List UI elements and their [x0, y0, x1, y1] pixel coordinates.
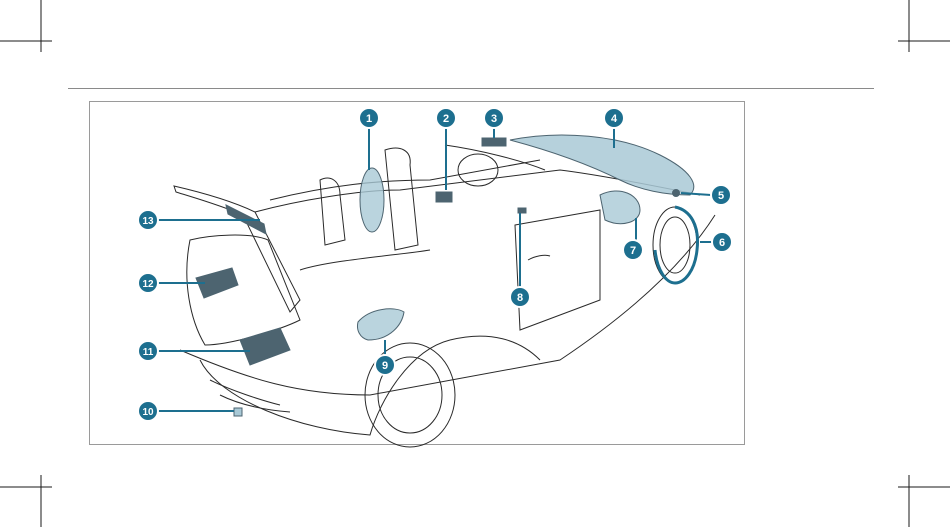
callout-11: 11	[138, 341, 158, 361]
callout-9: 9	[375, 355, 395, 375]
headlamp-unit	[600, 191, 640, 224]
callout-2-label: 2	[443, 113, 449, 125]
callout-8: 8	[510, 287, 530, 307]
callout-9-label: 9	[382, 360, 388, 372]
windscreen	[510, 135, 694, 195]
callout-13-label: 13	[142, 216, 154, 227]
callout-5-label: 5	[718, 190, 724, 202]
callout-6-label: 6	[719, 237, 725, 249]
callout-11-label: 11	[143, 347, 154, 358]
car-outline	[174, 145, 715, 447]
callout-7-label: 7	[630, 245, 636, 257]
callout-3: 3	[484, 108, 504, 128]
door-control	[518, 208, 526, 213]
callout-3-label: 3	[491, 113, 497, 125]
callout-1-label: 1	[366, 113, 372, 125]
callout-12-label: 12	[142, 279, 154, 290]
callout-12: 12	[138, 273, 158, 293]
seat-airbag	[360, 168, 384, 232]
callout-7: 7	[623, 240, 643, 260]
callout-1: 1	[359, 108, 379, 128]
rear-bumper-sensor	[234, 408, 242, 416]
rear-trunk-unit	[240, 328, 290, 365]
front-wheel-highlight	[655, 207, 698, 283]
centre-console-unit	[436, 192, 452, 202]
side-mirror	[357, 309, 404, 340]
callout-4-label: 4	[611, 113, 618, 125]
callout-6: 6	[712, 232, 732, 252]
callout-4: 4	[604, 108, 624, 128]
callout-2: 2	[436, 108, 456, 128]
callout-8-label: 8	[517, 292, 523, 304]
callout-10-label: 10	[142, 407, 154, 418]
callout-13: 13	[138, 210, 158, 230]
mirror-sensor	[482, 138, 506, 146]
front-sensor	[673, 190, 680, 197]
callout-10: 10	[138, 401, 158, 421]
callout-5: 5	[711, 185, 731, 205]
